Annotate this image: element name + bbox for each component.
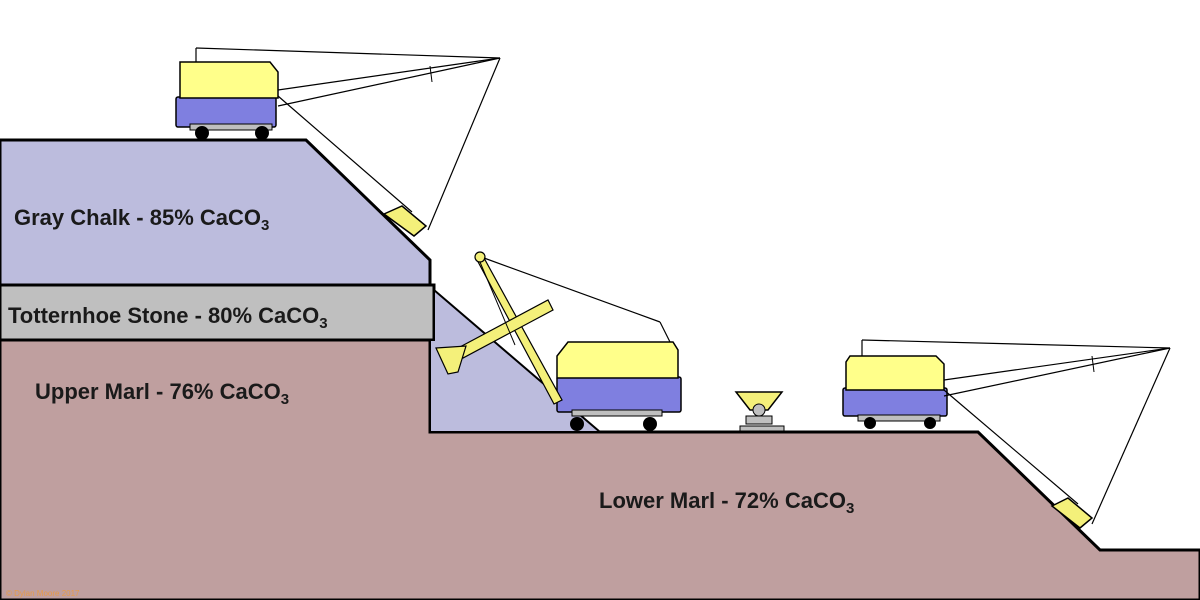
dragline-excavator-1 xyxy=(175,47,501,237)
lower-marl-label: Lower Marl - 72% CaCO3 xyxy=(599,488,855,517)
upper-marl-label: Upper Marl - 76% CaCO3 xyxy=(35,379,290,408)
copyright-notice: © Dylan Moore 2017 xyxy=(6,589,80,598)
hopper-wagon xyxy=(734,391,785,432)
totternhoe-stone-label: Totternhoe Stone - 80% CaCO3 xyxy=(8,303,328,332)
face-shovel xyxy=(435,251,682,431)
gray-chalk-layer xyxy=(0,138,432,287)
gray-chalk-label: Gray Chalk - 85% CaCO3 xyxy=(14,205,270,234)
dragline-excavator-2 xyxy=(842,339,1171,529)
